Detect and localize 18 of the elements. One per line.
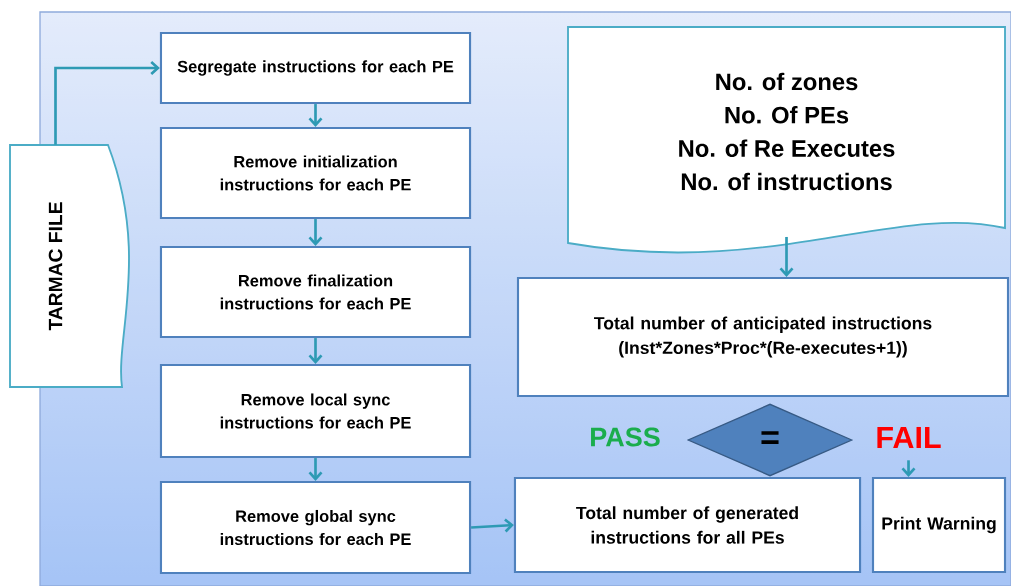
arrow bbox=[308, 219, 323, 246]
fail-text: FAIL bbox=[877, 426, 941, 449]
process-box: Remove initialization instructions for each PE bbox=[159, 126, 472, 220]
arrow bbox=[779, 236, 794, 277]
arrow bbox=[901, 460, 916, 477]
process-box: Print Warning bbox=[871, 476, 1007, 574]
process-box: Segregate instructions for each PE bbox=[159, 31, 472, 105]
arrow bbox=[471, 518, 514, 533]
arrow bbox=[308, 104, 323, 127]
process-box: Remove finalization instructions for each PE bbox=[159, 245, 472, 339]
process-box: Total number of generated instructions for all PEs bbox=[513, 476, 862, 574]
process-box: Remove local sync instructions for each PE bbox=[159, 363, 472, 459]
arrow bbox=[308, 338, 323, 364]
process-box: Total number of anticipated instructions (Inst*Zones*Proc*(Re-executes+1)) bbox=[516, 276, 1010, 398]
pass-text: PASS bbox=[591, 427, 660, 447]
process-box: Remove global sync instructions for each PE bbox=[159, 480, 472, 575]
arrow bbox=[54, 61, 160, 145]
arrow bbox=[308, 458, 323, 481]
